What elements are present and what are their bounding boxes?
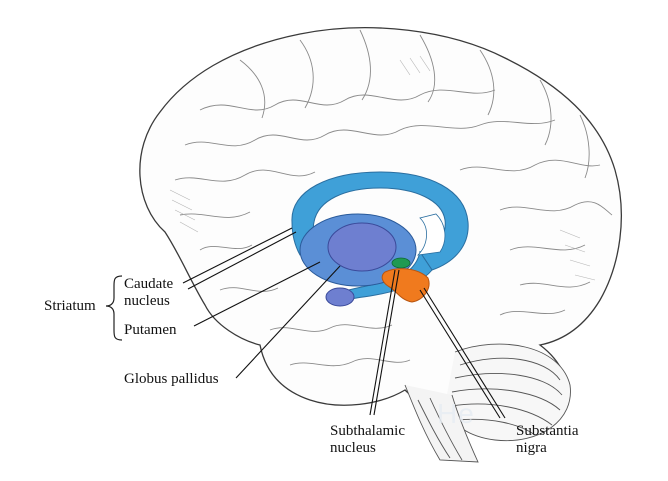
subthalamic-nucleus bbox=[392, 258, 410, 268]
putamen-label: Putamen bbox=[124, 322, 177, 339]
globus-pallidus bbox=[328, 223, 396, 271]
watermark: He bbox=[437, 398, 475, 430]
striatum-label: Striatum bbox=[44, 298, 96, 315]
globus-pallidus-label: Globus pallidus bbox=[124, 371, 219, 388]
caudate-nucleus-label: Caudate nucleus bbox=[124, 276, 173, 310]
striatum-bracket bbox=[106, 276, 122, 340]
caudate-tail-nodule bbox=[326, 288, 354, 306]
subthalamic-nucleus-label: Subthalamic nucleus bbox=[330, 423, 405, 457]
substantia-nigra-label: Substantia nigra bbox=[516, 423, 579, 457]
